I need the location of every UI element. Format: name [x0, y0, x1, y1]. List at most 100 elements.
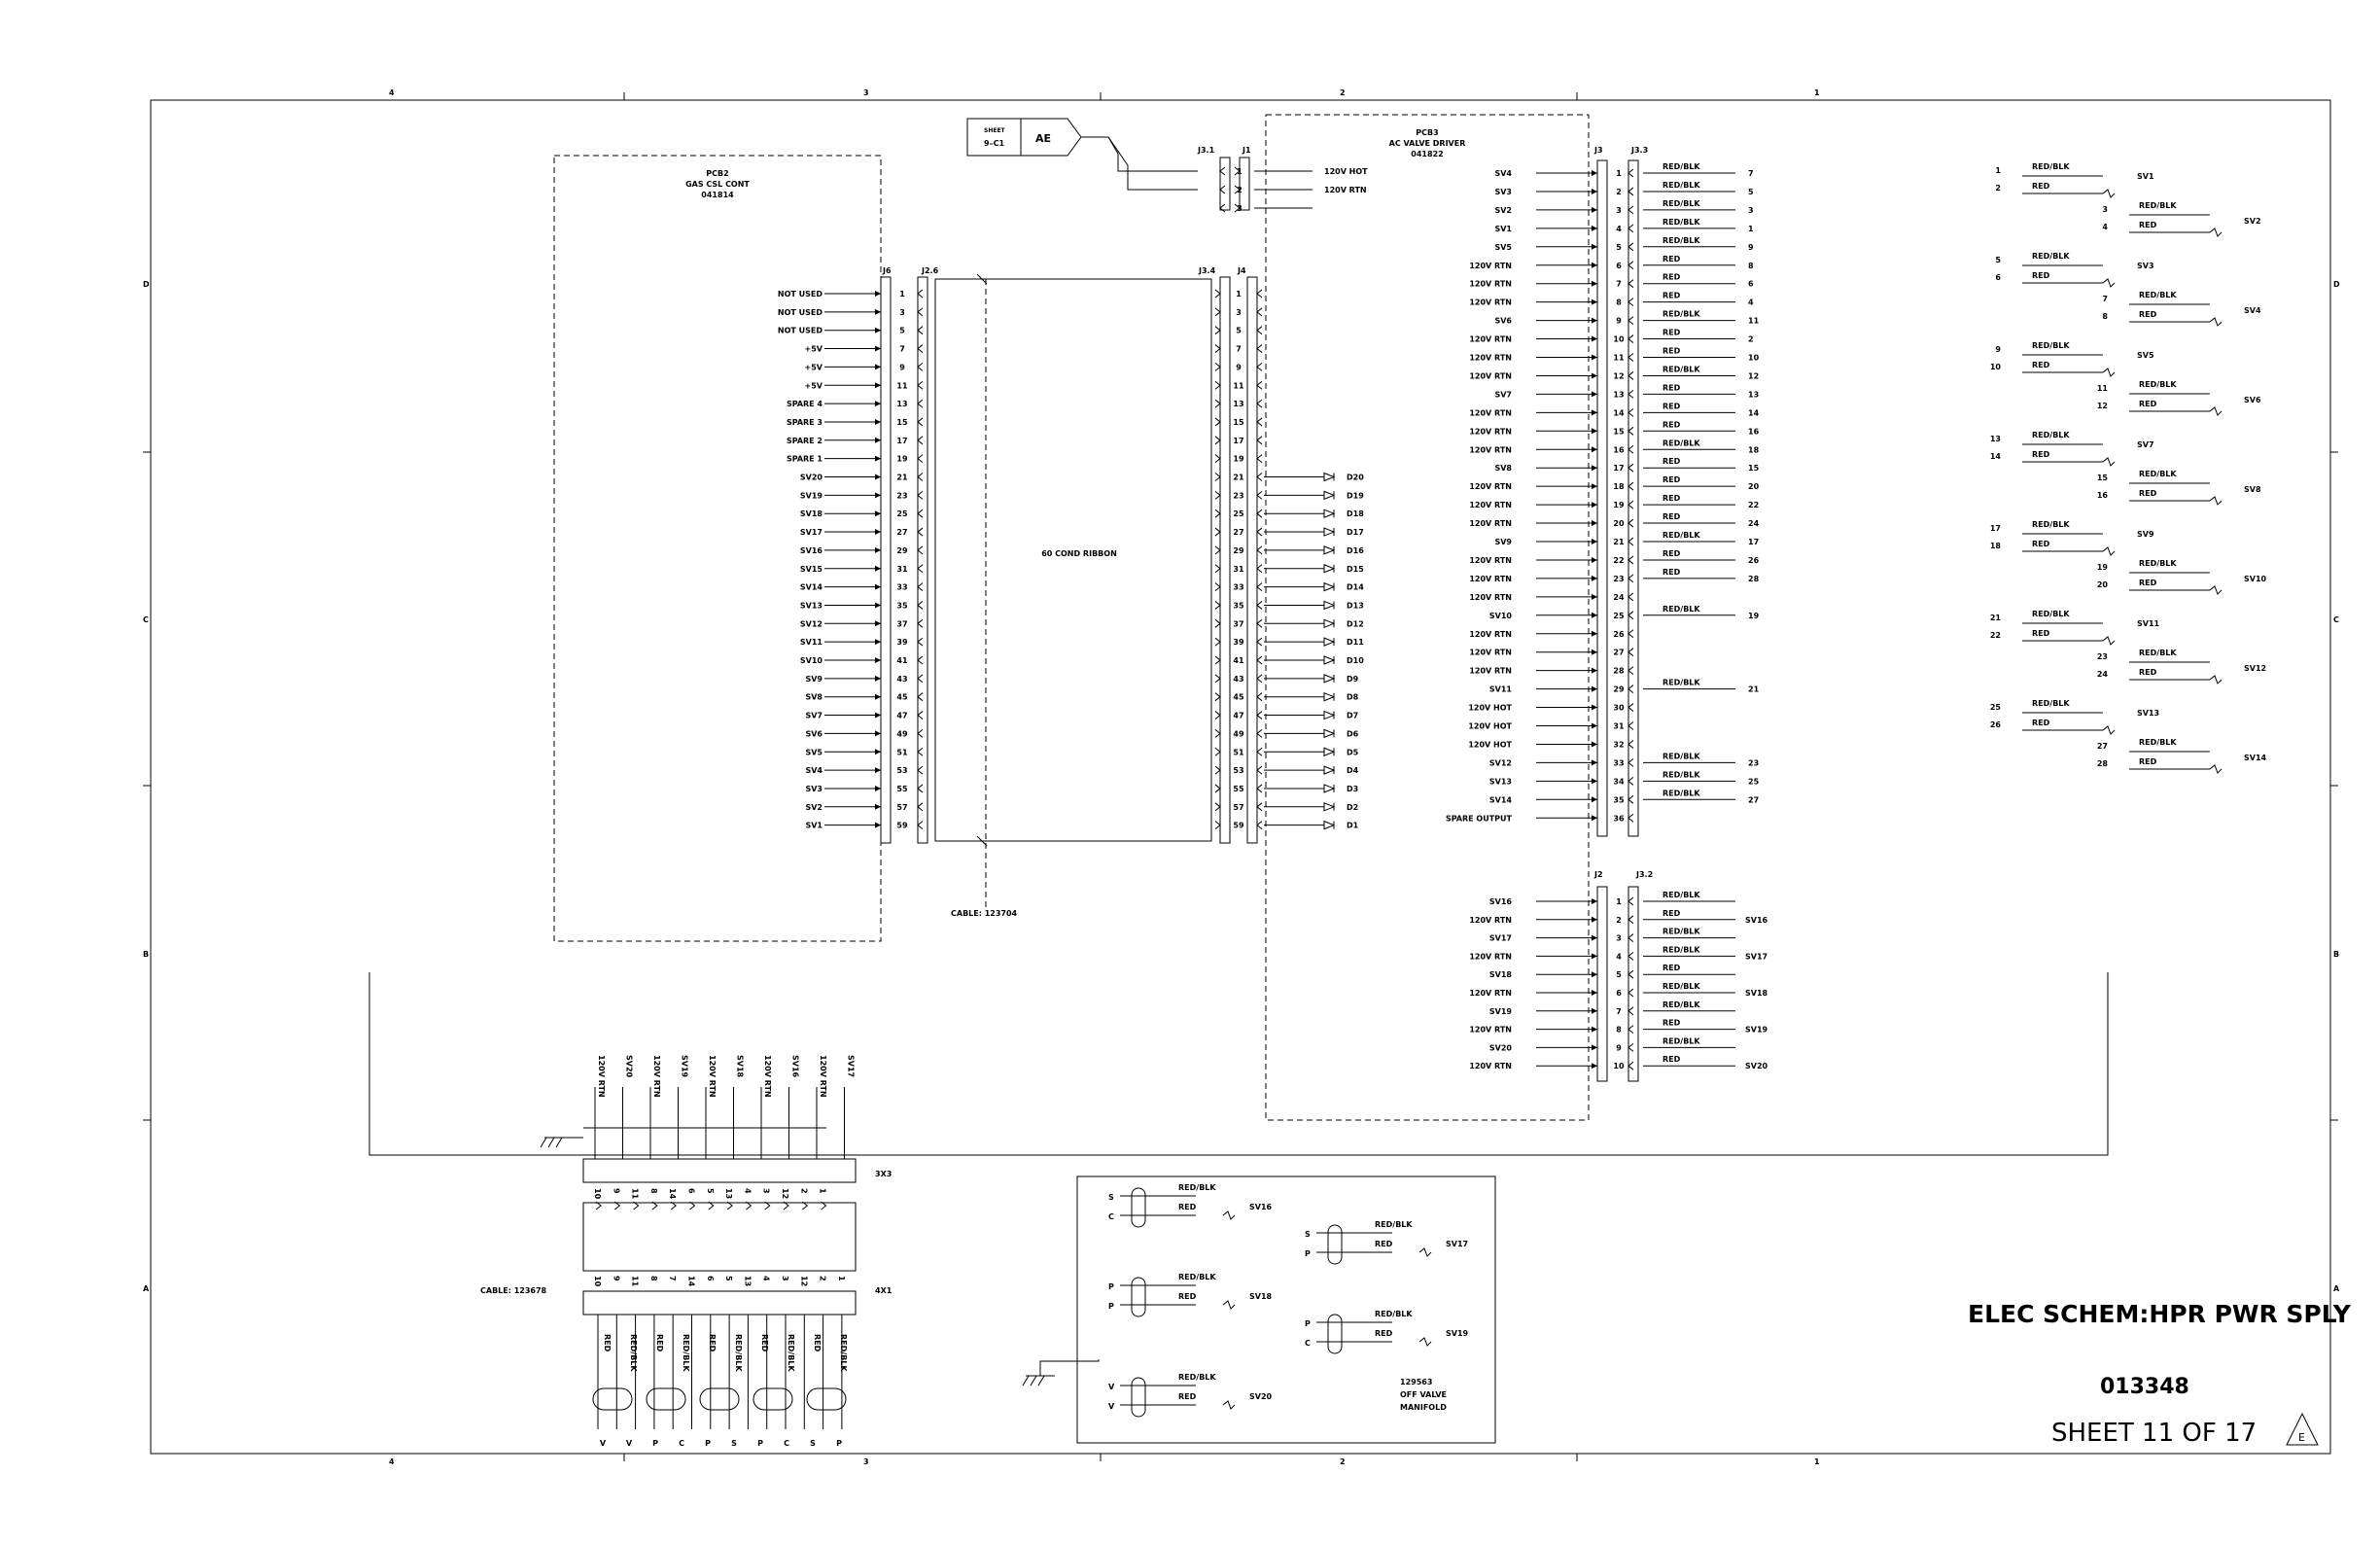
wire-arrow [1592, 317, 1597, 324]
j3-pin-number: 26 [1613, 630, 1625, 639]
cable-4x1-pin: 12 [799, 1276, 808, 1286]
j3-3-chevron [1628, 463, 1634, 473]
j3-pin-number: 5 [1616, 243, 1622, 252]
j3-out-number: 15 [1748, 464, 1760, 473]
j2-6-chevron [917, 802, 924, 812]
led-icon [1323, 728, 1336, 739]
j4-chevron [1256, 601, 1263, 610]
wire-arrow [875, 657, 881, 663]
led-icon [1323, 618, 1336, 629]
j3-wire-color: RED [1662, 255, 1681, 263]
j3-pin-number: 25 [1613, 612, 1625, 620]
j2-6-chevron [917, 765, 924, 775]
cable-top-label: SV18 [736, 1055, 745, 1078]
cable-chevron [764, 1201, 771, 1211]
solenoid-wire-color: RED [2032, 271, 2050, 280]
connector-j1: J1 [1242, 146, 1251, 155]
j3-net-label: 120V RTN [1469, 501, 1512, 509]
solenoid-wire-color: RED/BLK [2139, 201, 2177, 210]
j4-chevron [1256, 509, 1263, 518]
j3-4-chevron [1214, 509, 1221, 518]
solenoid-pin-number: 10 [1990, 363, 2002, 371]
wire-break [1222, 1300, 1236, 1310]
sheet-ref-tag: AE [1035, 132, 1051, 145]
solenoid-wire-color: RED/BLK [2032, 520, 2070, 529]
row-label: A [143, 1284, 150, 1293]
cable-3x3-pin: 5 [706, 1188, 715, 1194]
j3-4-chevron [1214, 618, 1221, 628]
cable-top-label: SV19 [681, 1055, 689, 1078]
j2-pin-number: 10 [1613, 1062, 1625, 1070]
wire-arrow [875, 546, 881, 553]
j3-pin-number: 7 [1616, 280, 1622, 289]
j3-pin-number: 17 [1613, 464, 1624, 473]
cable-chevron [801, 1201, 809, 1211]
j6-net-label: SV14 [800, 583, 823, 592]
cable-chevron [613, 1201, 621, 1211]
j2-6-chevron [917, 509, 924, 518]
j3-pin-number: 33 [1613, 758, 1624, 767]
cable-4x1-pin: 7 [668, 1276, 677, 1281]
valve-wire-color: RED [1375, 1240, 1393, 1248]
connector-j3-2-body [1628, 886, 1639, 1082]
j3-pin-number: 20 [1613, 519, 1625, 528]
j3-3-chevron [1628, 187, 1634, 196]
ground-symbol [1022, 1359, 1100, 1386]
j3-net-label: 120V RTN [1469, 298, 1512, 307]
connector-j6: J6 [882, 266, 892, 275]
wire-arrow [875, 803, 881, 810]
j3-pin-number: 22 [1613, 556, 1624, 565]
wire-arrow [875, 602, 881, 609]
j3-net-label: 120V RTN [1469, 482, 1512, 491]
cable-chevron [633, 1201, 640, 1211]
j3-4-chevron [1214, 601, 1221, 610]
led-icon [1323, 691, 1336, 702]
j3-pin-number: 18 [1613, 482, 1625, 491]
j3-net-label: SV4 [1494, 169, 1512, 178]
j3-out-number: 10 [1748, 354, 1760, 363]
j6-net-label: SV10 [800, 656, 823, 665]
j3-pin-number: 27 [1613, 649, 1624, 657]
j3-4-chevron [1214, 582, 1221, 591]
wire-arrow [1592, 520, 1597, 527]
led-icon [1323, 710, 1336, 720]
wire-arrow [1592, 667, 1597, 674]
wire-arrow [1592, 243, 1597, 250]
manifold-desc1: OFF VALVE [1400, 1390, 1447, 1399]
j3-out-number: 8 [1748, 262, 1754, 270]
cable-4x1-pin: 5 [724, 1276, 733, 1281]
j3-2-chevron [1628, 952, 1634, 961]
wire-arrow [875, 492, 881, 499]
valve-wire-color: RED/BLK [1375, 1310, 1413, 1318]
wire-break [1222, 1211, 1236, 1220]
j4-pin-number: 31 [1233, 565, 1244, 574]
cable-3x3-pin: 12 [781, 1188, 789, 1199]
valve-wire-color: RED/BLK [1178, 1373, 1216, 1382]
cable-3x3-pin: 8 [649, 1188, 658, 1194]
led-icon [1323, 765, 1336, 775]
row-label: D [143, 280, 150, 289]
pcb2-outline [553, 155, 882, 942]
led-label: D2 [1347, 803, 1358, 812]
off-valve-manifold-box [1076, 1176, 1496, 1444]
j3-out-number: 24 [1748, 519, 1760, 528]
j6-pin-number: 7 [899, 345, 905, 354]
j3-pin-number: 19 [1613, 501, 1625, 509]
j3-out-number: 9 [1748, 243, 1754, 252]
j3-net-label: SV5 [1494, 243, 1512, 252]
j6-net-label: SV3 [805, 785, 822, 793]
j2-pin-number: 7 [1616, 1007, 1622, 1016]
solenoid-pin-number: 14 [1990, 452, 2002, 461]
j4-chevron [1256, 692, 1263, 702]
j6-pin-number: 57 [896, 803, 907, 812]
j3-4-chevron [1214, 307, 1221, 317]
j6-pin-number: 35 [896, 601, 908, 610]
j3-wire-color: RED [1662, 383, 1681, 392]
row-label: A [2333, 1284, 2340, 1293]
col-label: 1 [1814, 1457, 1820, 1466]
j3-pin-number: 13 [1613, 390, 1624, 399]
j2-6-chevron [917, 380, 924, 390]
manifold-part: 129563 [1400, 1378, 1432, 1386]
j3-3-chevron [1628, 481, 1634, 491]
solenoid-pin-number: 19 [2097, 563, 2109, 572]
